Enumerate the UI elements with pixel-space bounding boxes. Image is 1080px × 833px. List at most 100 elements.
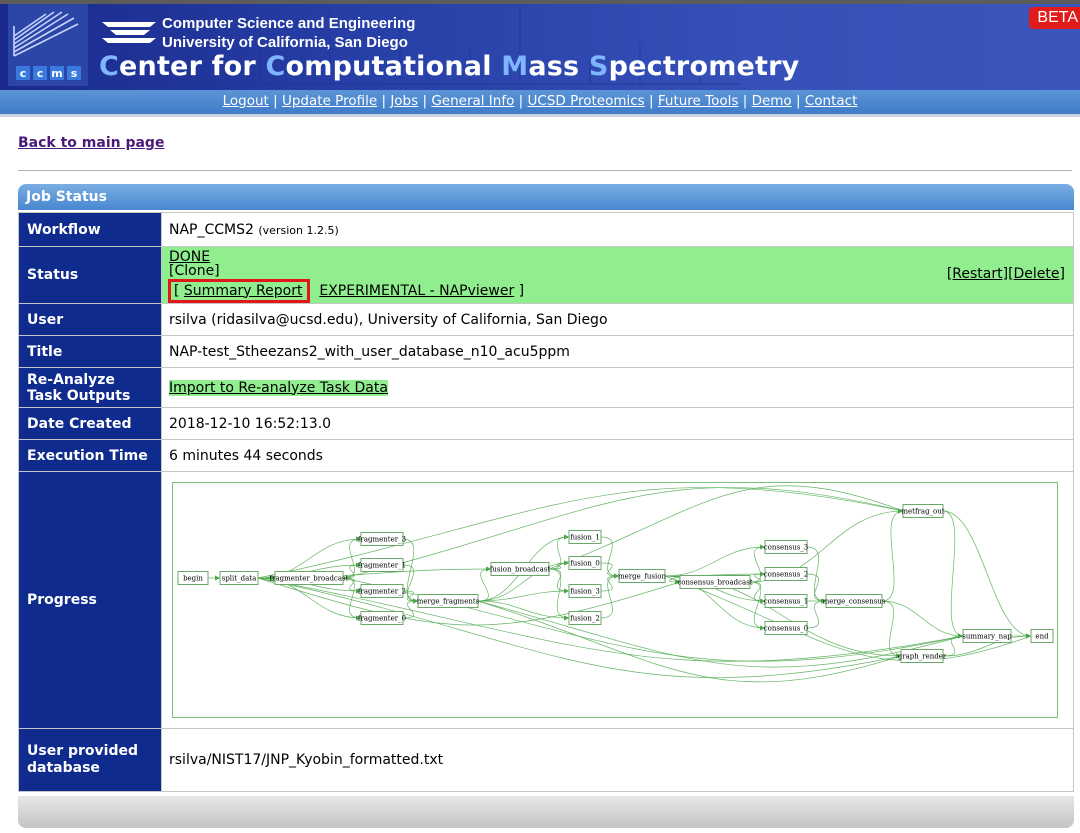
graph-node-label: fusion_1 bbox=[570, 534, 600, 542]
nav-contact[interactable]: Contact bbox=[804, 93, 858, 109]
graph-node-end: end bbox=[1030, 629, 1054, 643]
graph-node-split-data: split_data bbox=[219, 571, 259, 585]
graph-edge-arrow bbox=[564, 534, 569, 540]
graph-edge-arrow bbox=[1026, 633, 1031, 639]
reanalyze-label: Re-Analyze Task Outputs bbox=[18, 367, 162, 408]
graph-edge bbox=[477, 600, 902, 683]
import-reanalyze-link[interactable]: Import to Re-analyze Task Data bbox=[169, 379, 388, 396]
workflow-label: Workflow bbox=[18, 212, 162, 247]
title-initial: S bbox=[588, 51, 609, 82]
graph-edge bbox=[548, 536, 570, 570]
section-footer bbox=[18, 796, 1074, 828]
graph-node-fragmenter-broadcast: fragmenter_broadcast bbox=[270, 571, 349, 585]
department-name: Computer Science and Engineering bbox=[162, 15, 416, 32]
graph-edge-arrow bbox=[486, 566, 491, 572]
title-segment: pectrometry bbox=[608, 51, 800, 82]
graph-node-merge-fusion: merge_fusion bbox=[618, 569, 666, 583]
graph-node-fragmenter-0: fragmenter_0 bbox=[358, 611, 406, 625]
restart-link[interactable]: [Restart] bbox=[946, 266, 1009, 282]
user-database-label: User provided database bbox=[18, 728, 162, 792]
nav-update-profile[interactable]: Update Profile bbox=[281, 93, 378, 109]
graph-edge-arrow bbox=[564, 615, 569, 621]
nav-ucsd-proteomics[interactable]: UCSD Proteomics bbox=[527, 93, 645, 109]
logo-letter: s bbox=[71, 67, 78, 80]
graph-node-label: split_data bbox=[222, 575, 257, 583]
graph-edge-arrow bbox=[564, 560, 569, 566]
graph-node-label: end bbox=[1035, 633, 1049, 641]
graph-edge bbox=[806, 546, 827, 602]
status-label: Status bbox=[18, 246, 162, 304]
row-date-created: Date Created 2018-12-10 16:52:13.0 bbox=[18, 407, 1074, 440]
user-label: User bbox=[18, 303, 162, 336]
graph-edge bbox=[942, 635, 964, 657]
bracket-open: [ bbox=[174, 282, 180, 299]
graph-node-fragmenter-1: fragmenter_1 bbox=[358, 558, 406, 572]
graph-node-fragmenter-3: fragmenter_3 bbox=[358, 532, 406, 546]
nav-separator: | bbox=[649, 93, 654, 109]
title-initial: C bbox=[99, 51, 120, 82]
status-actions: [Restart][Delete] bbox=[947, 266, 1065, 282]
nav-logout[interactable]: Logout bbox=[222, 93, 269, 109]
graph-edge bbox=[257, 577, 681, 626]
graph-edge bbox=[881, 600, 902, 657]
napviewer-link[interactable]: EXPERIMENTAL - NAPviewer bbox=[319, 282, 515, 299]
graph-node-consensus-broadcast: consensus_broadcast bbox=[677, 575, 753, 589]
graph-node-label: summary_nap bbox=[962, 633, 1012, 641]
delete-link[interactable]: [Delete] bbox=[1008, 266, 1065, 282]
nav-separator: | bbox=[422, 93, 428, 109]
graph-edge bbox=[749, 581, 766, 629]
graph-edge bbox=[257, 577, 964, 662]
section-title: Job Status bbox=[26, 189, 107, 205]
graph-edge bbox=[664, 575, 1032, 662]
nav-separator: | bbox=[518, 93, 524, 109]
graph-node-label: fusion_broadcast bbox=[490, 566, 551, 574]
graph-edge-arrow bbox=[821, 598, 826, 604]
graph-node-consensus-2: consensus_2 bbox=[764, 567, 809, 581]
graph-edge bbox=[942, 635, 1032, 657]
graph-node-label: consensus_2 bbox=[764, 571, 809, 579]
title-initial: M bbox=[501, 51, 529, 82]
row-status: Status DONE [Clone] [ Summary Report EXP… bbox=[18, 246, 1074, 304]
nav-demo[interactable]: Demo bbox=[751, 93, 792, 109]
university-name: University of California, San Diego bbox=[162, 34, 408, 51]
graph-edge bbox=[881, 510, 904, 602]
graph-edge bbox=[402, 590, 419, 602]
nav-separator: | bbox=[796, 93, 801, 109]
nav-jobs[interactable]: Jobs bbox=[390, 93, 419, 109]
job-status-table: Workflow NAP_CCMS2 (version 1.2.5) Statu… bbox=[18, 212, 1074, 792]
graph-edge-arrow bbox=[760, 598, 765, 604]
beta-badge: BETA bbox=[1029, 7, 1080, 29]
row-workflow: Workflow NAP_CCMS2 (version 1.2.5) bbox=[18, 212, 1074, 247]
nav-bar-shadow bbox=[0, 114, 1080, 117]
graph-edge bbox=[548, 485, 904, 570]
clone-link[interactable]: [Clone] bbox=[169, 262, 220, 279]
graph-node-fusion-0: fusion_0 bbox=[568, 556, 602, 570]
graph-edge bbox=[548, 568, 570, 619]
graph-edge bbox=[664, 575, 766, 629]
graph-edge-arrow bbox=[614, 573, 619, 579]
date-created-label: Date Created bbox=[18, 407, 162, 440]
graph-node-label: fusion_0 bbox=[570, 560, 600, 568]
summary-report-link[interactable]: Summary Report bbox=[183, 282, 303, 299]
title-segment: ass bbox=[528, 51, 589, 82]
graph-node-label: fragmenter_3 bbox=[358, 536, 406, 544]
back-to-main-link[interactable]: Back to main page bbox=[18, 135, 165, 151]
nav-general-info[interactable]: General Info bbox=[431, 93, 515, 109]
graph-node-label: merge_fusion bbox=[618, 573, 666, 581]
nav-bar: Logout | Update Profile | Jobs | General… bbox=[0, 90, 1080, 114]
title-label: Title bbox=[18, 335, 162, 368]
graph-node-label: fragmenter_1 bbox=[358, 562, 406, 570]
graph-node-merge-consensus: merge_consensus bbox=[823, 594, 886, 608]
graph-edge bbox=[664, 546, 766, 577]
graph-edge-arrow bbox=[760, 571, 765, 577]
execution-time-value: 6 minutes 44 seconds bbox=[161, 439, 1074, 472]
graph-node-label: fusion_2 bbox=[570, 615, 600, 623]
graph-node-label: fragmenter_0 bbox=[358, 615, 406, 623]
status-done-link[interactable]: DONE bbox=[169, 248, 211, 265]
graph-edge bbox=[257, 577, 902, 678]
graph-node-summary-nap: summary_nap bbox=[962, 629, 1012, 643]
nav-future-tools[interactable]: Future Tools bbox=[657, 93, 739, 109]
